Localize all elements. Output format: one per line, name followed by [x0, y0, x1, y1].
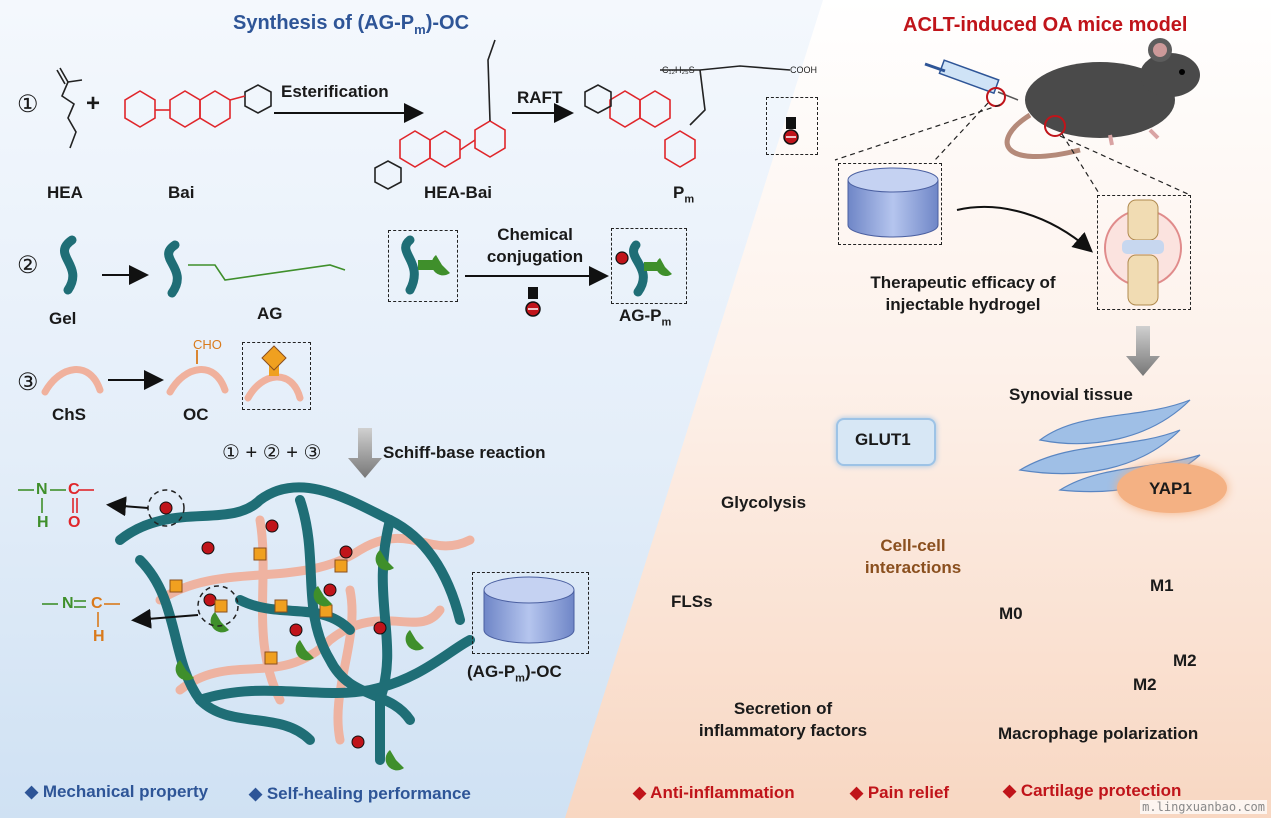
- raft-end-label-right: COOH: [790, 65, 817, 75]
- ag-icon-box: [388, 230, 458, 302]
- macrophage-polarization-label: Macrophage polarization: [998, 724, 1199, 743]
- bai-label: Bai: [168, 183, 195, 202]
- ag-grafted-icon: [401, 235, 450, 295]
- outcome-cartilage-protection: ◆ Cartilage protection: [1003, 781, 1182, 800]
- yap1-oval: [1117, 463, 1227, 513]
- combine-down-arrow: [348, 428, 382, 478]
- knee-to-synovial-arrow: [1126, 326, 1160, 376]
- pm-icon-box: [766, 97, 818, 155]
- bai-structure: [124, 84, 272, 128]
- knee-site-circle: [1044, 115, 1066, 137]
- hea-label: HEA: [47, 183, 83, 202]
- oc-icon-box: [242, 342, 311, 410]
- step-mark-2: ②: [17, 252, 39, 279]
- glut1-label: GLUT1: [855, 430, 911, 449]
- hydrogel-icon-box: [472, 572, 589, 654]
- yap1-label: YAP1: [1149, 479, 1192, 498]
- amide-h: H: [37, 514, 49, 531]
- amide-bond-arrow: [106, 496, 149, 517]
- therapeutic-efficacy-label: Therapeutic efficacy of injectable hydro…: [870, 273, 1056, 314]
- amide-o: O: [68, 514, 81, 531]
- pm-structure: [584, 65, 791, 168]
- gel-label: Gel: [49, 309, 77, 328]
- hea-bai-structure: [374, 39, 506, 190]
- ag-pm-icon: [615, 240, 672, 297]
- oc-label: OC: [183, 405, 209, 424]
- hydrogel-to-knee-arrow: [956, 206, 1094, 253]
- hydrogel-label: (AG-Pm)-OC: [467, 662, 562, 685]
- right-panel-title: ACLT-induced OA mice model: [903, 14, 1188, 36]
- schiff-base-label: Schiff-base reaction: [383, 443, 546, 462]
- oc-strand-icon: [166, 366, 229, 396]
- hydrogel-cylinder-right: [847, 167, 939, 238]
- hydrogel-right-box: [838, 163, 942, 245]
- m0-label: M0: [999, 604, 1023, 623]
- raft-end-label-left: C₁₂H₂₅S: [662, 65, 695, 75]
- ag-label: AG: [257, 304, 283, 323]
- ag-strand-icon: [164, 240, 182, 298]
- cell-cell-interactions-label: Cell-cell interactions: [864, 536, 962, 577]
- m2-label-left: M2: [1133, 675, 1157, 694]
- combine-label: ① + ② + ③: [222, 442, 322, 464]
- imine-bond-arrow: [131, 608, 199, 629]
- ag-pm-label: AG-Pm: [619, 306, 672, 329]
- mouse-icon: [1004, 38, 1200, 160]
- imine-c: C: [91, 595, 103, 612]
- knee-joint-icon: [1104, 199, 1182, 306]
- imine-h: H: [93, 628, 105, 645]
- m1-label: M1: [1150, 576, 1174, 595]
- hea-structure: [56, 67, 83, 149]
- imine-n: N: [62, 595, 74, 612]
- chs-label: ChS: [52, 405, 86, 424]
- injection-site-circle: [986, 87, 1006, 107]
- chs-strand-icon: [41, 366, 104, 396]
- glycolysis-label: Glycolysis: [721, 493, 807, 512]
- raft-label: RAFT: [517, 88, 563, 107]
- ag-pm-icon-box: [611, 228, 687, 304]
- synovial-tissue-label: Synovial tissue: [1009, 385, 1133, 404]
- outcome-anti-inflammation: ◆ Anti-inflammation: [633, 783, 795, 802]
- gel-strand-icon: [60, 235, 78, 295]
- esterification-label: Esterification: [281, 82, 389, 101]
- imine-bond-lines: [42, 600, 86, 608]
- oc-aldehyde-icon: [244, 345, 304, 402]
- cho-label: CHO: [193, 337, 222, 352]
- outcome-pain-relief: ◆ Pain relief: [850, 783, 950, 802]
- hydrogel-cylinder-left: [483, 576, 575, 644]
- step-mark-1: ①: [17, 91, 39, 118]
- amide-c: C: [68, 481, 80, 498]
- hea-bai-label: HEA-Bai: [424, 183, 493, 202]
- glut1-box: [836, 418, 936, 466]
- amide-bond-lines: [18, 489, 66, 513]
- pm-label: Pm: [673, 183, 695, 206]
- feature-mechanical: ◆ Mechanical property: [25, 782, 209, 801]
- knee-box: [1097, 195, 1191, 310]
- syringe-icon: [924, 59, 1019, 101]
- watermark: m.lingxuanbao.com: [1140, 800, 1267, 814]
- plus-sign: +: [86, 90, 101, 117]
- amide-n: N: [36, 481, 48, 498]
- pm-icon-1: [783, 117, 799, 145]
- feature-self-healing: ◆ Self-healing performance: [249, 784, 471, 803]
- flss-label: FLSs: [671, 592, 713, 611]
- left-panel-title: Synthesis of (AG-Pm)-OC: [233, 12, 470, 37]
- hydrogel-network: [115, 482, 475, 771]
- m2-label-right: M2: [1173, 651, 1197, 670]
- step-mark-3: ③: [17, 369, 39, 396]
- chemical-conjugation-label: Chemical conjugation: [486, 225, 584, 266]
- secretion-label: Secretion of inflammatory factors: [698, 699, 868, 740]
- pm-icon-2: [525, 287, 541, 317]
- ag-linker-structure: [188, 264, 346, 281]
